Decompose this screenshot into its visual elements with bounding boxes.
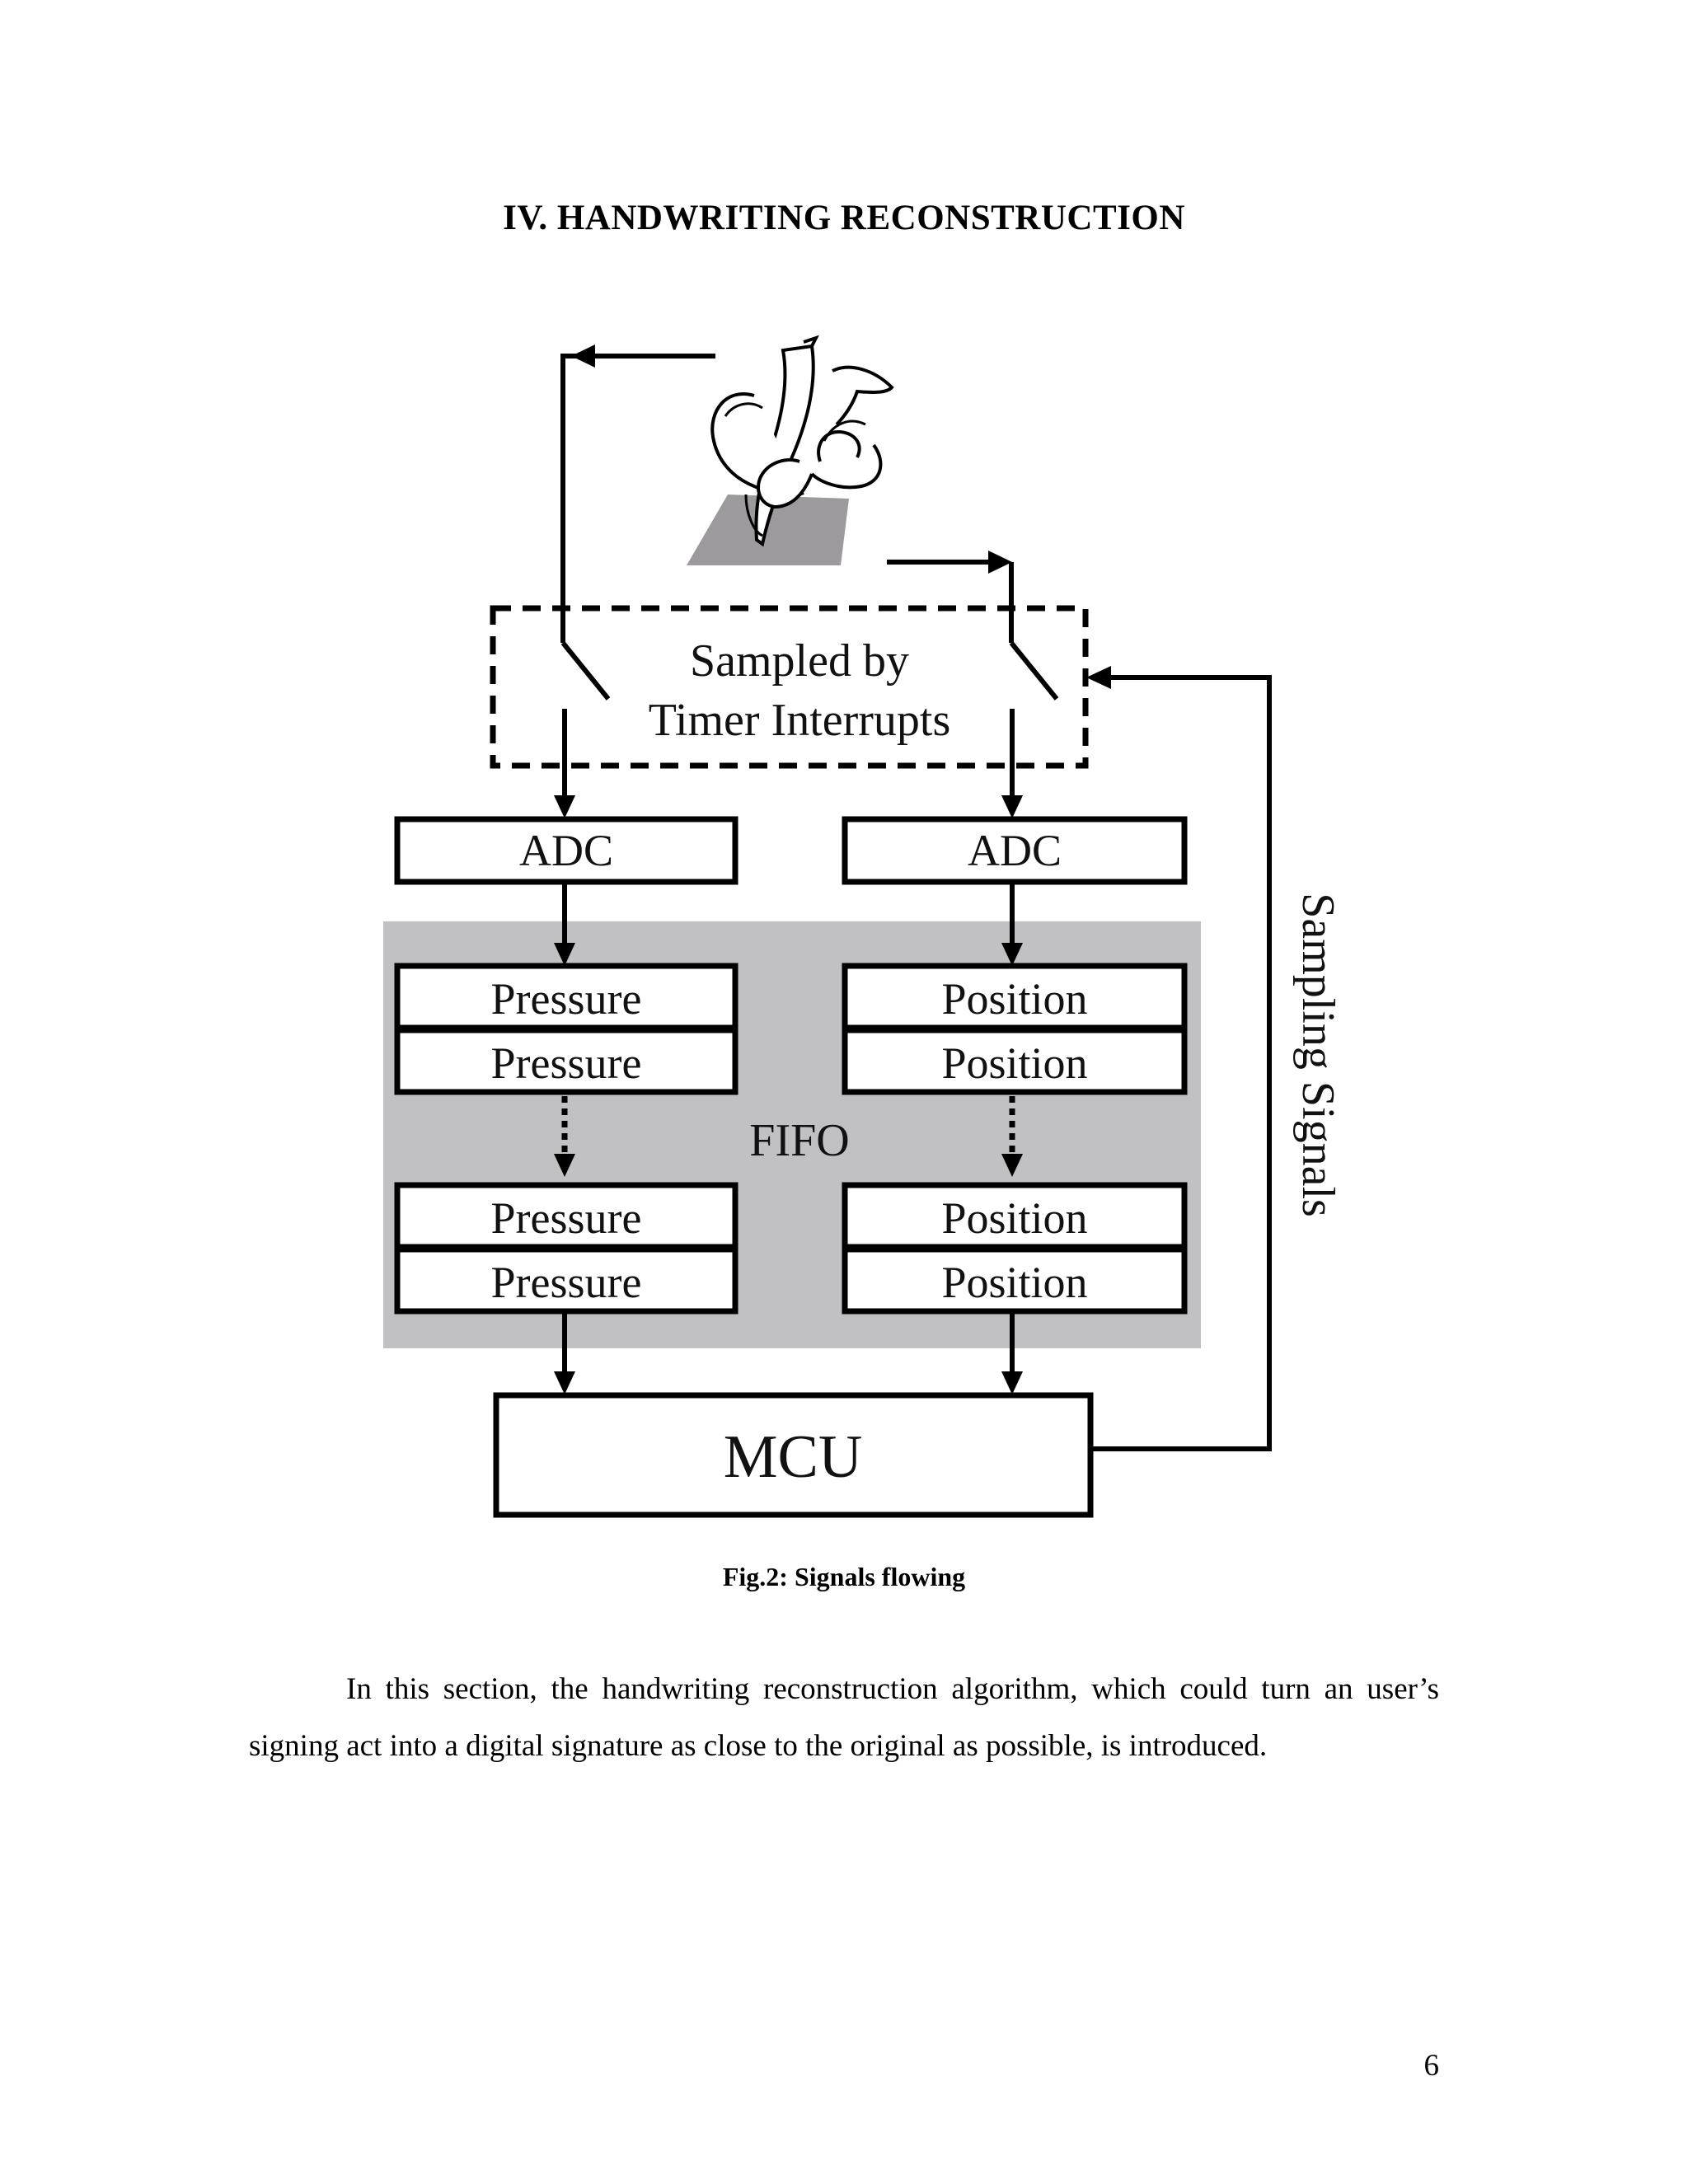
pressure-cell-label: Pressure (491, 1038, 642, 1088)
hand-with-pen-icon (687, 335, 894, 565)
arrowhead-pressure-mcu (554, 1371, 575, 1394)
adc-right-box (842, 816, 1188, 885)
position-cell (842, 1246, 1188, 1315)
pressure-cell-label: Pressure (491, 1193, 642, 1243)
arrowhead-left-fifo (554, 943, 575, 966)
sampler-label-line1: Sampled by (690, 635, 909, 687)
pressure-cell-label: Pressure (491, 974, 642, 1024)
arrowhead-right-adc (1001, 795, 1023, 818)
arrowhead-position-mcu (1001, 1371, 1023, 1394)
sampling-signals-label: Sampling Signals (1292, 893, 1343, 1217)
sampler-box (490, 605, 1089, 769)
mcu-label: MCU (724, 1423, 863, 1491)
section-heading: IV. HANDWRITING RECONSTRUCTION (503, 199, 1185, 237)
position-cell (842, 1182, 1188, 1250)
sampling-feedback-line (1090, 675, 1272, 1451)
position-cell (842, 1027, 1188, 1095)
figure-caption: Fig.2: Signals flowing (722, 1562, 966, 1591)
pressure-cell-label: Pressure (491, 1258, 642, 1307)
position-queue: Position Position Position Position (842, 963, 1188, 1315)
position-cell-label: Position (941, 1193, 1087, 1243)
arrowhead-left-adc (554, 795, 575, 818)
pressure-cell (394, 1027, 738, 1095)
left-switch (560, 641, 611, 701)
arrowhead-right-fifo (1001, 943, 1023, 966)
sampling-feedback-arrowhead (1086, 666, 1111, 689)
adc-left-label: ADC (519, 826, 613, 875)
signals-flow-diagram: Sampled by Timer Interrupts ADC ADC Pres… (383, 335, 1343, 1518)
pressure-cell (394, 1246, 738, 1315)
page-number: 6 (1423, 2049, 1440, 2083)
left-input-arrowhead (571, 344, 595, 368)
body-paragraph: In this section, the handwriting reconst… (249, 1672, 1439, 1763)
position-cell-label: Position (941, 1258, 1087, 1307)
pressure-queue: Pressure Pressure Pressure Pressure (394, 963, 738, 1315)
arrowhead-dotted-position (1001, 1154, 1023, 1177)
fifo-label: FIFO (749, 1115, 849, 1166)
arrowhead-dotted-pressure (554, 1154, 575, 1177)
adc-right-label: ADC (968, 826, 1062, 875)
sampler-label-line2: Timer Interrupts (649, 695, 951, 746)
position-cell-label: Position (941, 974, 1087, 1024)
right-input-line (887, 560, 1014, 643)
right-switch (1009, 641, 1059, 701)
pressure-cell (394, 1182, 738, 1250)
adc-left-box (394, 816, 738, 885)
left-input-line (560, 354, 715, 643)
mcu-box (493, 1392, 1094, 1518)
right-input-arrowhead (988, 551, 1012, 574)
position-cell-label: Position (941, 1038, 1087, 1088)
